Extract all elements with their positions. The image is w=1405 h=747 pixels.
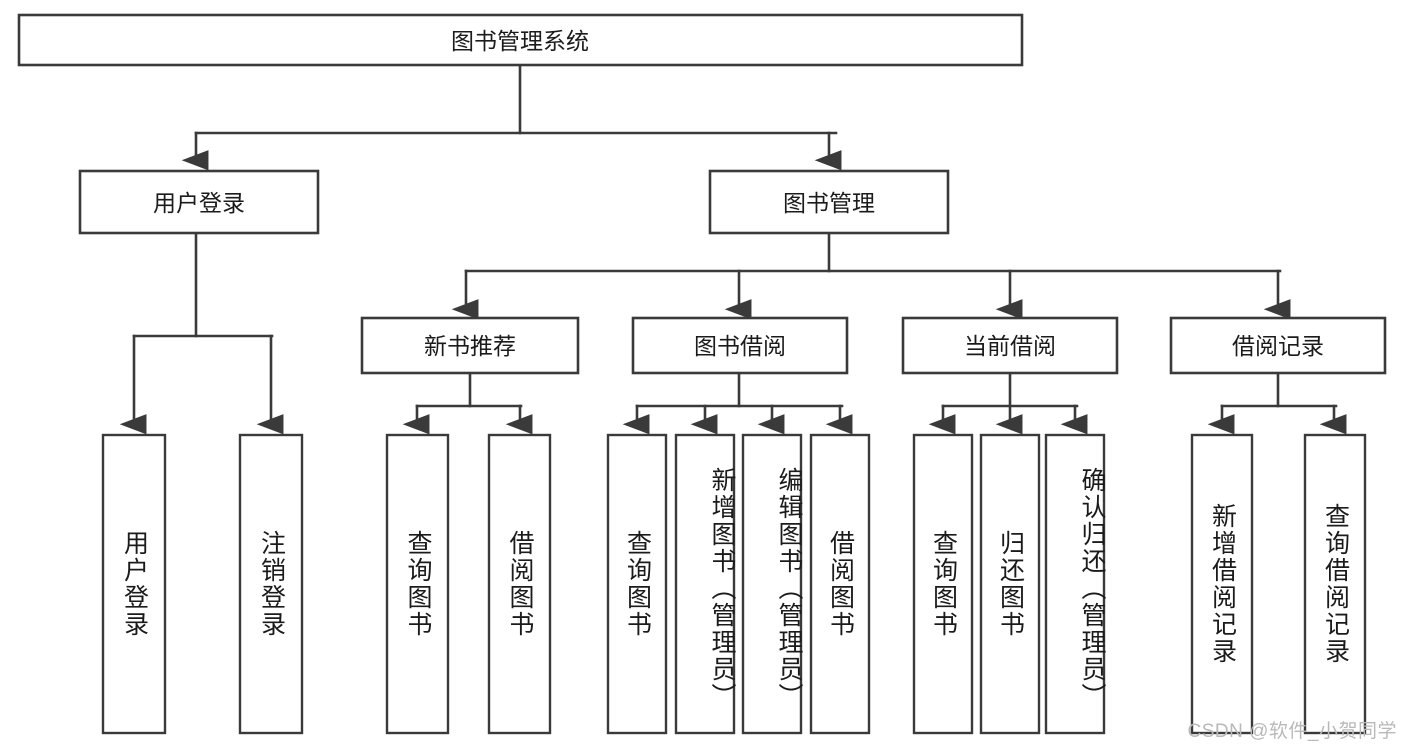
watermark-text: CSDN @软件_小贺同学 <box>1187 721 1397 742</box>
leaf-borrow-record-1[interactable] <box>1303 433 1367 735</box>
node-book-management-label: 图书管理 <box>783 190 875 216</box>
edge-currentborrow-to-leaves <box>928 372 1088 435</box>
node-book-management[interactable]: 图书管理 <box>708 169 950 235</box>
leaf-new-book-recommend-0[interactable] <box>385 433 450 735</box>
leaf-user-login-1[interactable] <box>238 433 304 735</box>
node-borrow-record[interactable]: 借阅记录 <box>1169 316 1387 375</box>
edge-bookborrow-to-leaves <box>622 372 853 435</box>
node-new-book-recommend[interactable]: 新书推荐 <box>360 316 580 375</box>
node-current-borrow-label: 当前借阅 <box>964 333 1056 359</box>
leaf-new-book-recommend-1[interactable] <box>487 433 552 735</box>
edge-borrowrecord-to-leaves <box>1207 372 1347 435</box>
node-user-login[interactable]: 用户登录 <box>78 169 320 235</box>
leaf-current-borrow-1[interactable] <box>979 433 1041 735</box>
edge-bookmgmt-to-level3 <box>451 232 1291 320</box>
node-root-label: 图书管理系统 <box>451 28 589 54</box>
edge-userlogin-to-leaves <box>119 232 284 435</box>
leaf-book-borrow-0[interactable] <box>606 433 668 735</box>
node-borrow-record-label: 借阅记录 <box>1232 333 1324 359</box>
node-new-book-recommend-label: 新书推荐 <box>424 333 516 359</box>
node-root[interactable]: 图书管理系统 <box>17 13 1024 67</box>
leaf-borrow-record-0[interactable] <box>1190 433 1254 735</box>
leaf-book-borrow-2[interactable] <box>741 433 803 735</box>
node-book-borrow[interactable]: 图书借阅 <box>631 316 849 375</box>
leaf-user-login-0[interactable] <box>101 433 167 735</box>
node-user-login-label: 用户登录 <box>153 190 245 216</box>
node-current-borrow[interactable]: 当前借阅 <box>901 316 1119 375</box>
leaf-book-borrow-3[interactable] <box>809 433 871 735</box>
node-book-borrow-label: 图书借阅 <box>694 333 786 359</box>
edge-root-to-level2 <box>181 64 842 171</box>
leaf-current-borrow-0[interactable] <box>912 433 974 735</box>
leaf-current-borrow-2[interactable] <box>1044 433 1106 735</box>
leaf-book-borrow-1[interactable] <box>674 433 736 735</box>
edge-newbook-to-leaves <box>402 372 533 435</box>
